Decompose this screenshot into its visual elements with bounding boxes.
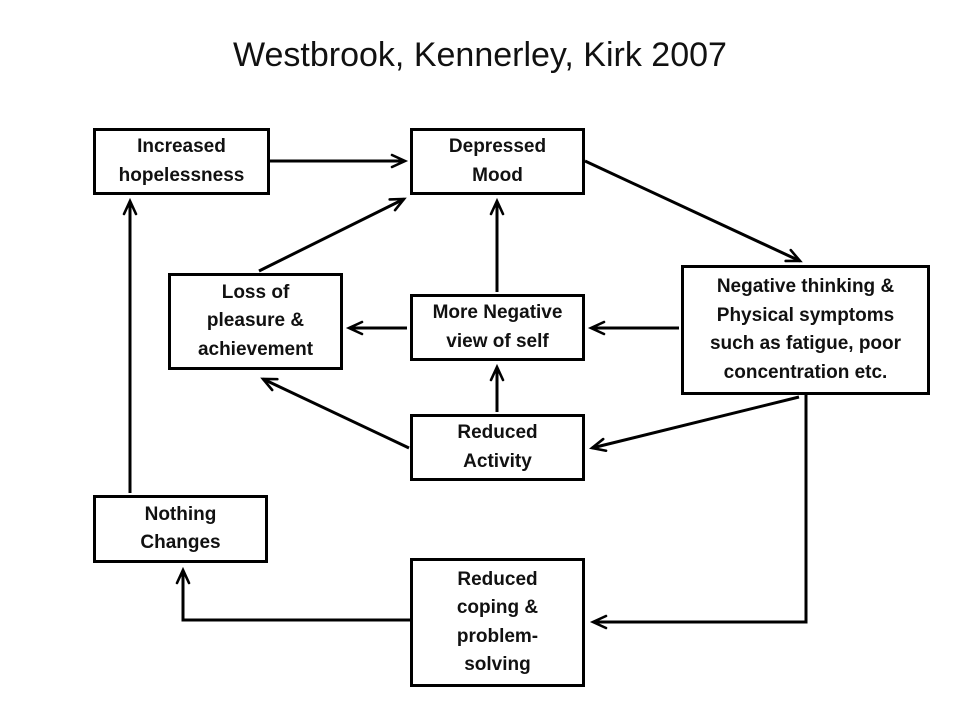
arrow-pleasure-to-depressed <box>258 197 407 273</box>
node-negative-thinking: Negative thinking & Physical symptoms su… <box>681 265 930 395</box>
node-more-negative-view: More Negative view of self <box>410 294 585 361</box>
arrow-coping-to-nothingchanges <box>175 566 410 622</box>
arrow-depressed-to-negthinking <box>584 159 803 263</box>
node-nothing-changes: Nothing Changes <box>93 495 268 563</box>
slide-title: Westbrook, Kennerley, Kirk 2007 <box>233 36 727 74</box>
arrow-negthinking-to-coping <box>589 395 808 630</box>
arrow-negthinking-to-activity <box>588 395 800 453</box>
arrow-activity-to-pleasure <box>260 377 410 450</box>
node-loss-of-pleasure: Loss of pleasure & achievement <box>168 273 343 370</box>
node-depressed-mood: Depressed Mood <box>410 128 585 195</box>
node-increased-hopelessness: Increased hopelessness <box>93 128 270 195</box>
node-reduced-coping: Reduced coping & problem- solving <box>410 558 585 687</box>
node-reduced-activity: Reduced Activity <box>410 414 585 481</box>
